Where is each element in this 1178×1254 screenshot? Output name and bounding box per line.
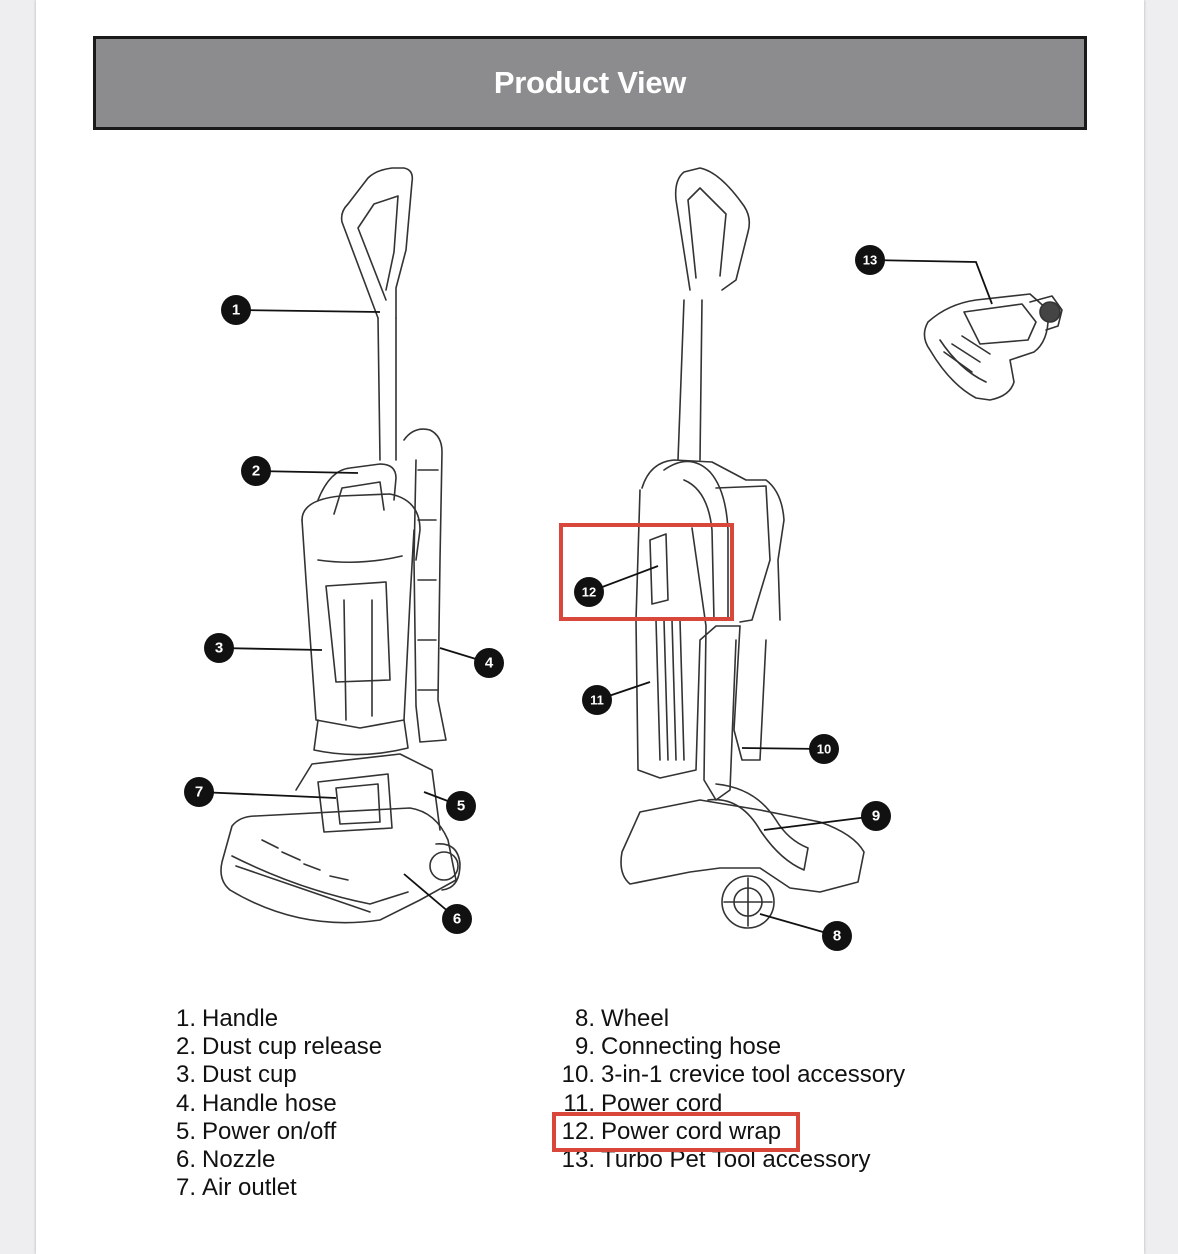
legend-item: 8.Wheel	[574, 1005, 670, 1032]
legend-item: 12.Power cord wrap	[561, 1117, 782, 1145]
front-vacuum-illustration	[220, 167, 461, 924]
page-header: Product View	[93, 36, 1087, 130]
callout-8-badge: 8	[822, 921, 852, 951]
legend-highlight-box	[552, 1112, 800, 1152]
legend-item: 2.Dust cup release	[175, 1033, 383, 1061]
callout-13-badge: 13	[855, 245, 885, 275]
callout-leader-lines	[198, 259, 993, 937]
svg-text:4: 4	[485, 655, 494, 672]
legend-item: 9.Connecting hose	[574, 1033, 782, 1061]
svg-text:5: 5	[457, 798, 465, 815]
svg-text:3: 3	[215, 640, 223, 657]
legend-left: 1.Handle 2.Dust cup release 3.Dust cup 4…	[150, 1005, 382, 1202]
svg-text:11: 11	[590, 693, 604, 708]
turbo-pet-tool-illustration	[923, 293, 1063, 401]
cord-wrap-highlight-box	[559, 523, 734, 621]
legend-item: 1.Handle	[175, 1005, 279, 1032]
svg-text:8: 8	[833, 928, 841, 945]
callout-12-badge: 12	[574, 577, 604, 607]
svg-text:1: 1	[232, 302, 240, 319]
callout-5-badge: 5	[446, 791, 476, 821]
svg-text:6: 6	[453, 911, 461, 928]
callout-badges: 1 2 3 4 5 6 7 8 9 10 11 12 13	[184, 245, 891, 951]
callout-6-badge: 6	[442, 904, 472, 934]
legend-item: 10.3-in-1 crevice tool accessory	[561, 1061, 906, 1089]
callout-9-badge: 9	[861, 801, 891, 831]
svg-text:12: 12	[582, 585, 596, 600]
legend-item: 4.Handle hose	[175, 1089, 337, 1117]
callout-10-badge: 10	[809, 734, 839, 764]
page-title: Product View	[493, 65, 687, 100]
legend-right: 8.Wheel 9.Connecting hose 10.3-in-1 crev…	[520, 1005, 906, 1174]
callout-3-badge: 3	[204, 633, 234, 663]
callout-11-badge: 11	[582, 685, 612, 715]
callout-7-badge: 7	[184, 777, 214, 807]
svg-text:10: 10	[817, 742, 831, 757]
legend-item: 7.Air outlet	[175, 1174, 297, 1202]
svg-text:9: 9	[872, 808, 880, 825]
legend-item: 3.Dust cup	[175, 1061, 297, 1089]
legend-item: 6.Nozzle	[175, 1145, 276, 1173]
svg-text:2: 2	[252, 463, 260, 480]
manual-page	[36, 0, 1144, 1254]
callout-4-badge: 4	[474, 648, 504, 678]
callout-1-badge: 1	[221, 295, 251, 325]
callout-2-badge: 2	[241, 456, 271, 486]
svg-text:7: 7	[195, 784, 203, 801]
svg-text:13: 13	[863, 253, 877, 268]
back-vacuum-illustration	[620, 167, 865, 929]
legend-item: 5.Power on/off	[175, 1117, 337, 1145]
